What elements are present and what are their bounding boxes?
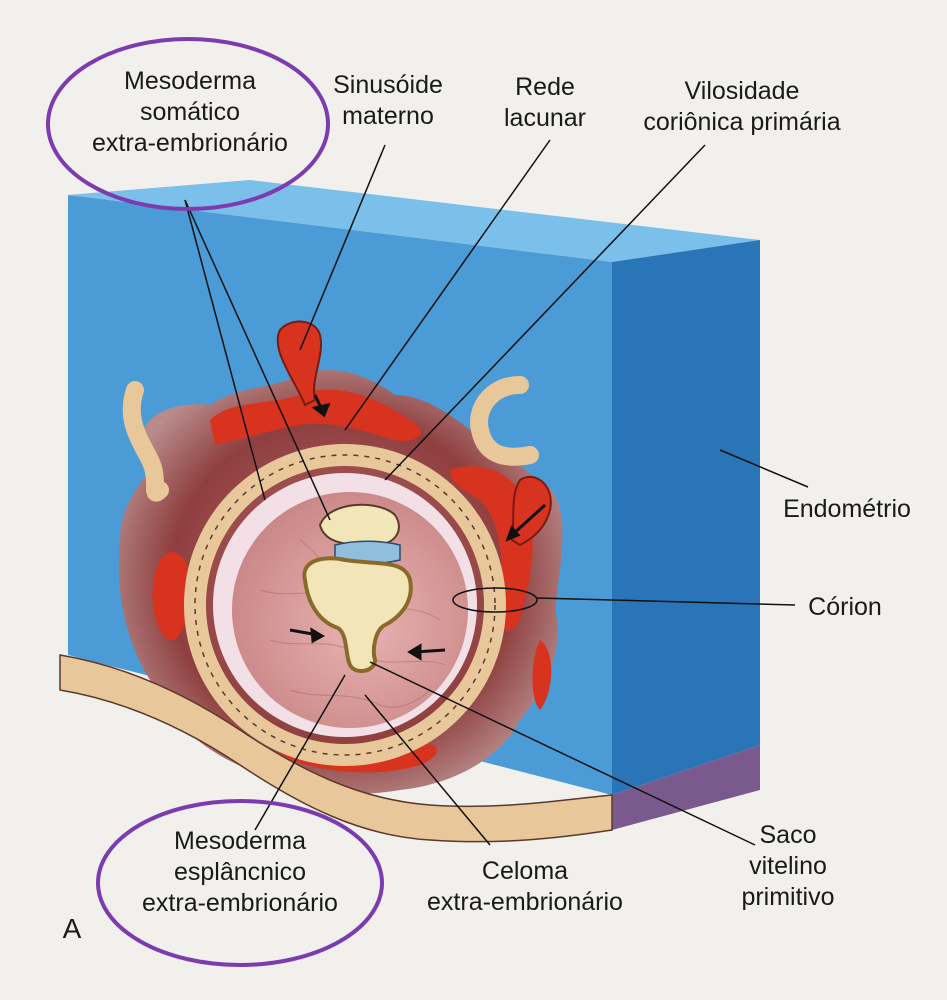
- flow-arrows: [289, 394, 547, 661]
- highlight-circle-splanchnic: [96, 799, 384, 967]
- uterine-epithelium: [59, 654, 613, 843]
- leader-primary-villus: [384, 144, 706, 481]
- leader-coelom: [364, 694, 491, 846]
- label-yolk-sac: Saco vitelino primitivo: [741, 821, 835, 911]
- uterine-gland-left: [122, 381, 169, 502]
- label-somatic-mesoderm: Mesoderma somático extra-embrionário: [92, 67, 288, 157]
- label-splanchnic-mesoderm: Mesoderma esplâncnico extra-embrionário: [142, 827, 338, 917]
- label-primary-villus: Vilosidade coriônica primária: [643, 77, 841, 136]
- amniotic-cavity: [318, 503, 400, 547]
- leader-somatic-mesoderm-2: [184, 199, 331, 521]
- label-maternal-sinusoid: Sinusóide materno: [333, 71, 443, 130]
- block-side-face: [612, 240, 760, 795]
- leader-somatic-mesoderm: [184, 199, 266, 501]
- figure-letter: A: [62, 913, 82, 944]
- chorion-marker: [452, 587, 538, 613]
- leader-endometrium: [719, 449, 809, 488]
- highlight-circle-somatic: [46, 37, 330, 211]
- label-chorion: Córion: [808, 593, 882, 621]
- label-lacunar-network: Rede lacunar: [504, 73, 586, 132]
- primitive-yolk-sac: [302, 556, 413, 673]
- block-base-epithelium: [612, 745, 760, 830]
- leader-maternal-sinusoid: [299, 144, 386, 351]
- maternal-sinusoid: [276, 320, 322, 407]
- uterine-gland-right: [470, 376, 539, 466]
- leader-lacunar-network: [344, 139, 551, 431]
- leader-lines: [184, 139, 809, 846]
- label-endometrium: Endométrio: [783, 495, 911, 523]
- block-top-face: [68, 180, 760, 262]
- leader-chorion: [536, 597, 796, 606]
- chorion-cell-outline: [194, 454, 496, 756]
- leader-yolk-sac: [369, 661, 756, 846]
- label-coelom: Celoma extra-embrionário: [427, 857, 623, 916]
